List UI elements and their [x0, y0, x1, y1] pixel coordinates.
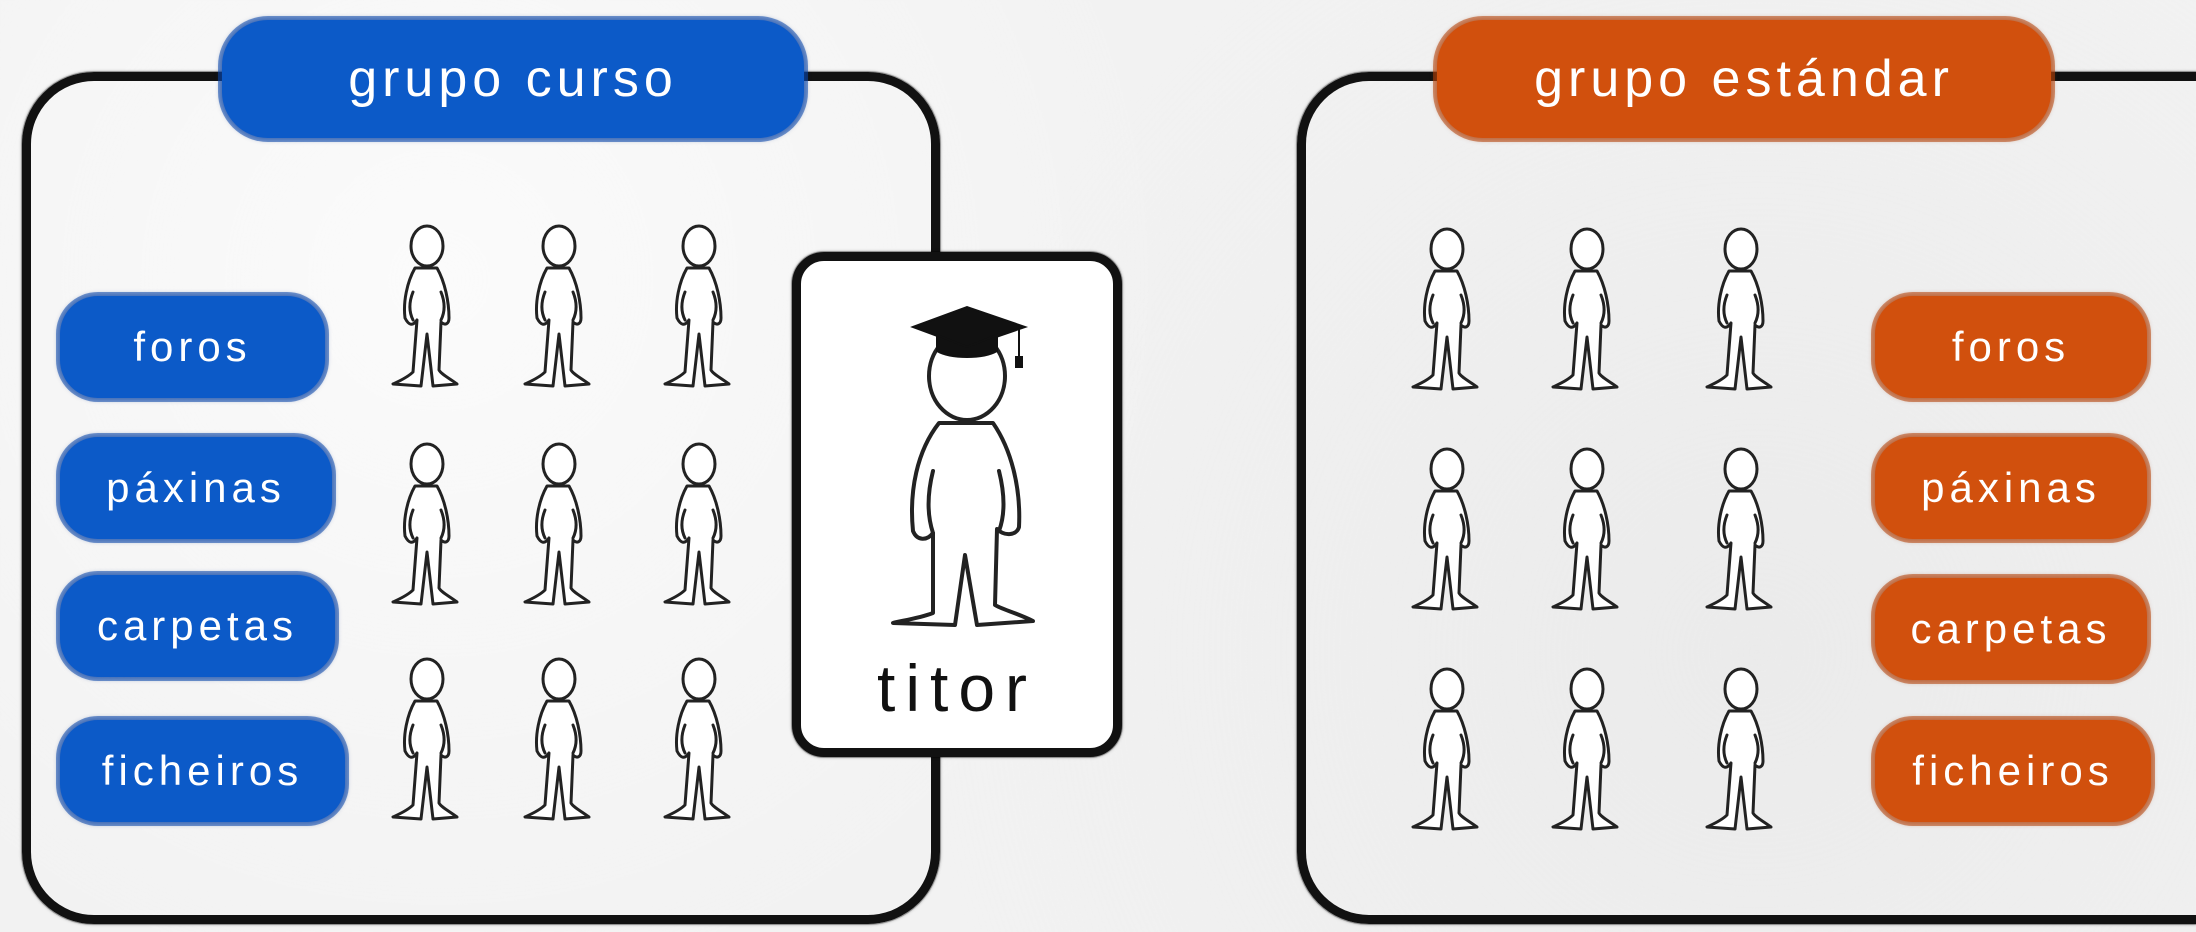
person-icon — [1697, 665, 1781, 833]
estandar-ficheiros-badge: ficheiros — [1875, 720, 2151, 822]
person-icon — [655, 655, 739, 823]
person-icon — [515, 222, 599, 390]
curso-carpetas-badge: carpetas — [60, 575, 335, 677]
curso-ficheiros-badge: ficheiros — [60, 720, 345, 822]
person-icon — [655, 222, 739, 390]
graduate-person-icon — [891, 305, 1035, 627]
group-estandar-title: grupo estándar — [1437, 20, 2051, 138]
curso-paxinas-badge: páxinas — [60, 437, 332, 539]
curso-foros-badge: foros — [60, 296, 325, 398]
person-icon — [1403, 445, 1487, 613]
estandar-foros-badge: foros — [1875, 296, 2147, 398]
person-icon — [1543, 445, 1627, 613]
person-icon — [1543, 225, 1627, 393]
group-curso-title: grupo curso — [222, 20, 804, 138]
estandar-carpetas-badge: carpetas — [1875, 578, 2147, 680]
person-icon — [383, 222, 467, 390]
estandar-paxinas-badge: páxinas — [1875, 437, 2147, 539]
person-icon — [383, 655, 467, 823]
person-icon — [383, 440, 467, 608]
person-icon — [1697, 225, 1781, 393]
person-icon — [515, 655, 599, 823]
person-icon — [655, 440, 739, 608]
tutor-label: titor — [876, 651, 1038, 725]
person-icon — [1403, 225, 1487, 393]
person-icon — [1403, 665, 1487, 833]
person-icon — [515, 440, 599, 608]
person-icon — [1697, 445, 1781, 613]
person-icon — [1543, 665, 1627, 833]
tutor-card: titor — [792, 252, 1122, 757]
